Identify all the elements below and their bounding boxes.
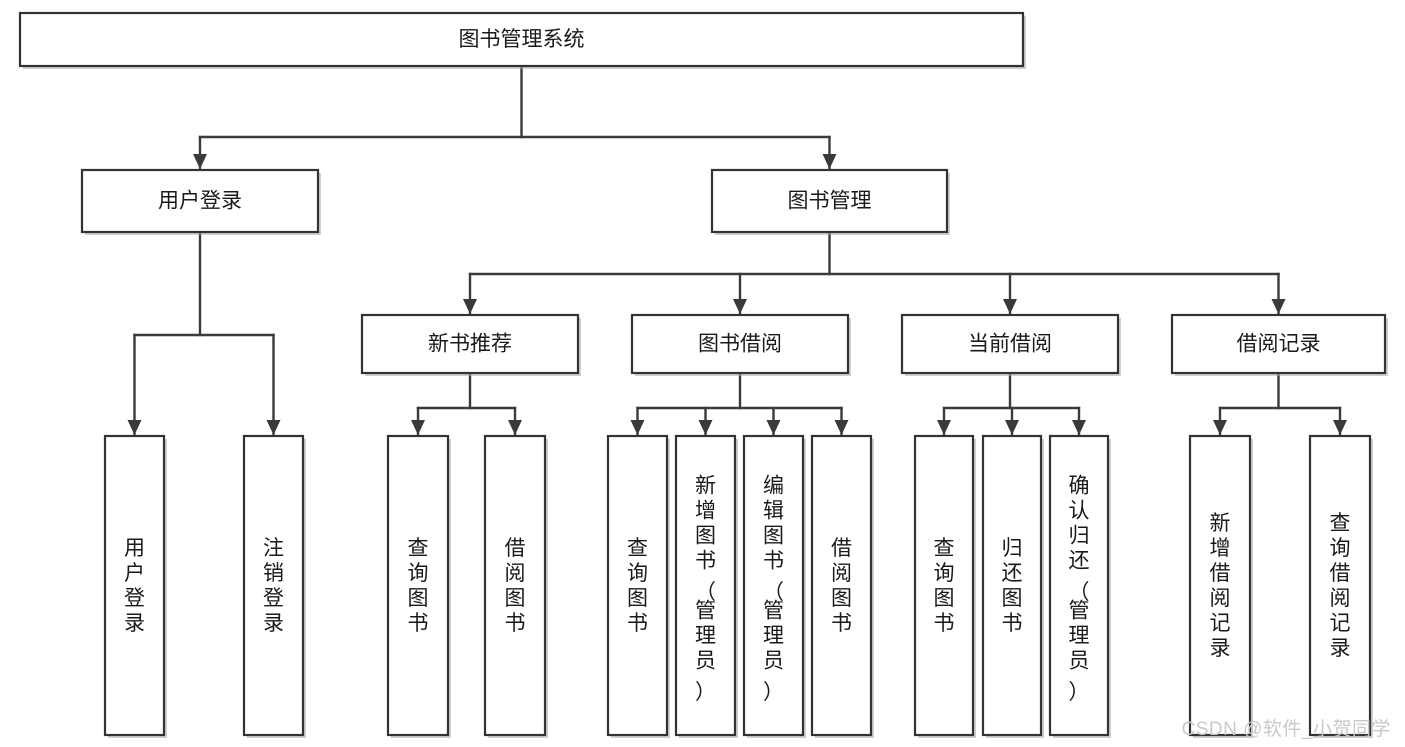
arrow-head (1003, 299, 1017, 314)
node-label: 图书借阅 (698, 333, 782, 356)
arrow-head (127, 420, 142, 435)
node-level2-用户登录-0[interactable]: 用户登录 (80, 168, 321, 235)
node-rect (360, 313, 580, 375)
node-rect (483, 434, 547, 737)
node-rect (80, 168, 320, 234)
node-leaf-查询图书-8[interactable]: 查询图书 (913, 434, 976, 738)
node-leaf-借阅图书-3[interactable]: 借阅图书 (483, 434, 548, 738)
arrow-head (937, 420, 951, 435)
arrow-head (834, 420, 849, 435)
node-leaf-注销登录-1[interactable]: 注销登录 (242, 434, 306, 738)
node-leaf-查询图书-2[interactable]: 查询图书 (386, 434, 451, 738)
arrow-head (698, 420, 713, 435)
node-rect (1170, 313, 1387, 375)
node-rect (103, 434, 166, 737)
arrow-head (1072, 420, 1086, 435)
node-leaf-用户登录-0[interactable]: 用户登录 (103, 434, 167, 738)
node-rect (674, 434, 737, 737)
node-label: 查询借阅记录 (1330, 512, 1351, 660)
node-label: 图书管理 (788, 190, 872, 213)
node-rect (913, 434, 975, 737)
node-label: 查询图书 (627, 537, 648, 635)
node-rect (710, 168, 949, 234)
node-leaf-查询图书-4[interactable]: 查询图书 (606, 434, 670, 738)
node-rect (981, 434, 1043, 737)
node-rect (606, 434, 669, 737)
node-layer: 图书管理系统用户登录图书管理新书推荐图书借阅当前借阅借阅记录用户登录注销登录查询… (18, 11, 1388, 738)
arrow-head (508, 420, 522, 435)
arrow-head (1333, 420, 1347, 435)
node-rect (742, 434, 805, 737)
node-leaf-借阅图书-7[interactable]: 借阅图书 (810, 434, 874, 738)
arrow-head (1213, 420, 1227, 435)
node-label: 新增图书（管理员） (695, 475, 716, 705)
node-label: 查询图书 (934, 537, 955, 635)
node-label: 新增借阅记录 (1210, 512, 1231, 660)
node-label: 借阅记录 (1237, 333, 1321, 356)
node-label: 借阅图书 (505, 537, 526, 635)
node-level3-借阅记录-3[interactable]: 借阅记录 (1170, 313, 1388, 376)
arrow-head (822, 154, 837, 169)
node-level3-图书借阅-1[interactable]: 图书借阅 (630, 313, 851, 376)
node-label: 用户登录 (124, 537, 145, 635)
node-leaf-编辑图书管理员-6[interactable]: 编辑图书（管理员） (742, 434, 806, 738)
arrow-head (266, 420, 281, 435)
node-level3-新书推荐-0[interactable]: 新书推荐 (360, 313, 581, 376)
node-label: 归还图书 (1002, 537, 1023, 635)
node-leaf-归还图书-9[interactable]: 归还图书 (981, 434, 1044, 738)
node-rect (810, 434, 873, 737)
node-root-图书管理系统-0[interactable]: 图书管理系统 (18, 11, 1026, 69)
connector-layer (127, 64, 1347, 436)
arrow-head (733, 299, 747, 314)
node-label: 确认归还（管理员） (1069, 475, 1090, 705)
node-label: 图书管理系统 (459, 28, 585, 51)
arrow-head (463, 299, 477, 314)
node-label: 当前借阅 (968, 333, 1052, 356)
node-rect (242, 434, 305, 737)
arrow-head (193, 154, 207, 169)
node-leaf-新增借阅记录-11[interactable]: 新增借阅记录 (1188, 434, 1253, 738)
node-label: 注销登录 (263, 537, 284, 635)
node-label: 借阅图书 (831, 537, 852, 635)
node-leaf-查询借阅记录-12[interactable]: 查询借阅记录 (1308, 434, 1373, 738)
node-leaf-新增图书管理员-5[interactable]: 新增图书（管理员） (674, 434, 738, 738)
node-rect (900, 313, 1120, 375)
node-rect (1048, 434, 1110, 737)
node-label: 编辑图书（管理员） (763, 475, 784, 705)
arrow-head (630, 420, 645, 435)
node-level2-图书管理-1[interactable]: 图书管理 (710, 168, 950, 235)
arrow-head (411, 420, 425, 435)
node-label: 用户登录 (158, 190, 242, 213)
node-rect (18, 11, 1025, 68)
node-label: 查询图书 (408, 537, 429, 635)
node-rect (630, 313, 850, 375)
arrow-head (1271, 299, 1286, 314)
arrow-head (766, 420, 781, 435)
node-rect (1188, 434, 1252, 737)
node-rect (386, 434, 450, 737)
node-label: 新书推荐 (428, 333, 512, 356)
node-level3-当前借阅-2[interactable]: 当前借阅 (900, 313, 1121, 376)
node-leaf-确认归还管理员-10[interactable]: 确认归还（管理员） (1048, 434, 1111, 738)
node-rect (1308, 434, 1372, 737)
arrow-head (1005, 420, 1019, 435)
